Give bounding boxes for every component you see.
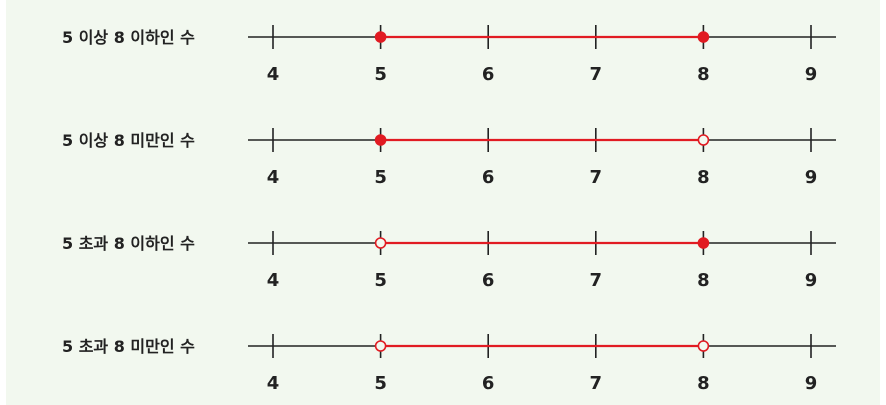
tick-label: 4 (267, 373, 280, 394)
tick-label: 6 (482, 270, 495, 291)
tick-label: 5 (374, 373, 387, 394)
closed-endpoint-start (374, 134, 387, 146)
tick-label: 8 (697, 373, 710, 394)
tick-label: 7 (590, 167, 603, 188)
number-line-row-3: 5 초과 8 이하인 수 4 5 6 7 8 9 (62, 231, 836, 291)
tick-label: 5 (374, 270, 387, 291)
open-endpoint-end (697, 134, 710, 146)
tick-label: 7 (590, 373, 603, 394)
row-label: 5 초과 8 미만인 수 (62, 337, 195, 356)
tick-label: 6 (482, 64, 495, 85)
open-endpoint-end (697, 340, 710, 352)
tick-label: 6 (482, 373, 495, 394)
tick-label: 5 (374, 64, 387, 85)
open-endpoint-start (374, 340, 387, 352)
tick-label: 5 (374, 167, 387, 188)
tick-label: 4 (267, 270, 280, 291)
row-label: 5 이상 8 미만인 수 (62, 131, 195, 150)
tick-label: 9 (805, 167, 818, 188)
row-label: 5 이상 8 이하인 수 (62, 28, 195, 47)
tick-label: 8 (697, 64, 710, 85)
tick-label: 8 (697, 270, 710, 291)
tick-label: 4 (267, 167, 280, 188)
closed-endpoint-end (697, 31, 710, 43)
tick-label: 7 (590, 270, 603, 291)
tick-label: 9 (805, 373, 818, 394)
closed-endpoint-start (374, 31, 387, 43)
tick-label: 9 (805, 64, 818, 85)
tick-label: 9 (805, 270, 818, 291)
number-line-row-2: 5 이상 8 미만인 수 4 5 6 7 8 9 (62, 128, 836, 188)
row-label: 5 초과 8 이하인 수 (62, 234, 195, 253)
tick-label: 7 (590, 64, 603, 85)
tick-label: 6 (482, 167, 495, 188)
diagram-panel (6, 0, 880, 405)
open-endpoint-start (374, 237, 387, 249)
closed-endpoint-end (697, 237, 710, 249)
number-line-row-1: 5 이상 8 이하인 수 4 5 6 7 8 9 (62, 25, 836, 85)
tick-label: 8 (697, 167, 710, 188)
tick-label: 4 (267, 64, 280, 85)
number-line-row-4: 5 초과 8 미만인 수 4 5 6 7 8 9 (62, 334, 836, 394)
